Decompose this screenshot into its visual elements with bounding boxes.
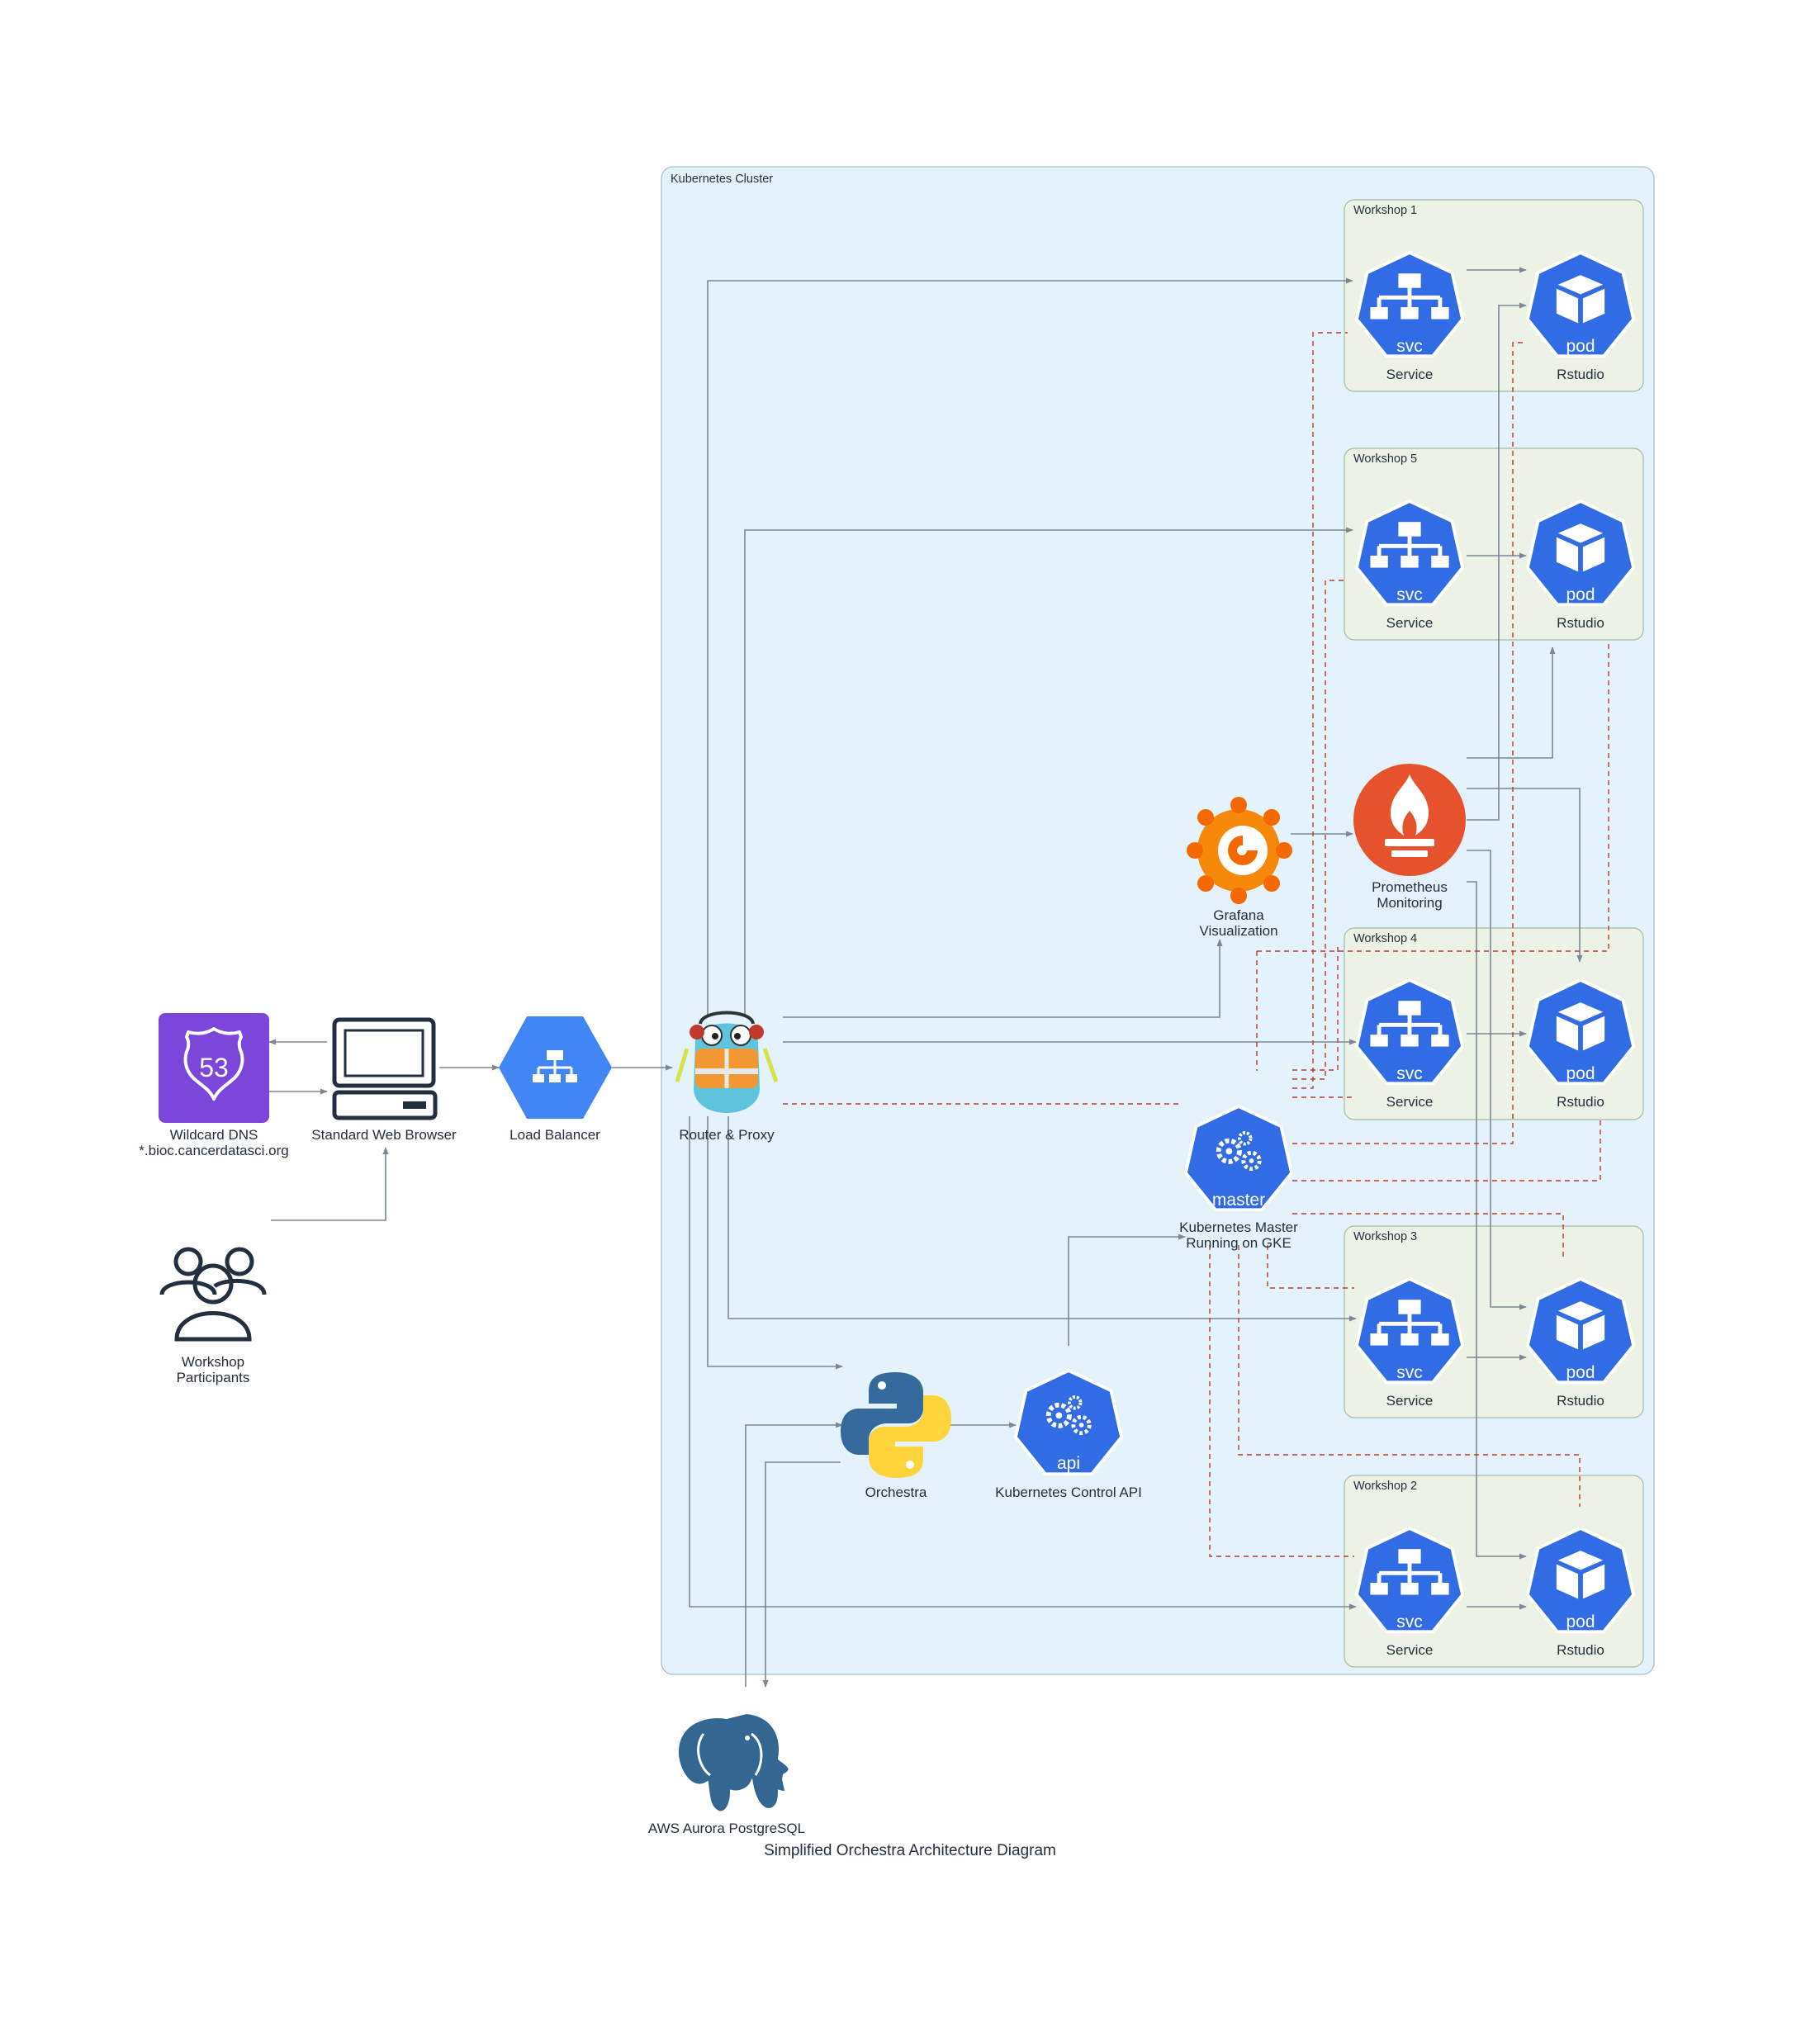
svc-icon-text: svc [1396,337,1423,356]
label-router-proxy: Router & Proxy [679,1127,775,1143]
cluster-label-workshop-4: Workshop 4 [1353,932,1417,945]
label-monitoring: Monitoring [1377,895,1442,911]
solid-edges [268,267,1583,1688]
workshop-2-service-node: svc Service [1357,1528,1462,1658]
label-load-balancer: Load Balancer [510,1127,600,1143]
postgres-node: AWS Aurora PostgreSQL [648,1710,805,1836]
label-running-on-gke: Running on GKE [1186,1235,1292,1251]
kubernetes-master-node: master Kubernetes Master Running on GKE [1179,1106,1298,1251]
load-balancer-icon [499,1016,612,1119]
python-icon [841,1372,951,1478]
label-rstudio: Rstudio [1557,615,1604,631]
label-service: Service [1386,615,1434,631]
diagram-title: Simplified Orchestra Architecture Diagra… [764,1842,1056,1859]
edge-prometheus-to-pod5 [1467,646,1556,759]
workshop-1-service-node: svc Service [1357,253,1462,382]
pod-icon-text: pod [1566,337,1595,356]
workshop-2-rstudio-node: pod Rstudio [1525,1527,1636,1658]
label-rstudio: Rstudio [1557,1642,1604,1658]
label-participants: Participants [177,1370,250,1385]
cluster-label-workshop-5: Workshop 5 [1353,452,1417,466]
label-visualization: Visualization [1199,923,1277,939]
label-wildcard-dns-domain: *.bioc.cancerdatasci.org [139,1143,288,1158]
postgresql-elephant-icon [675,1710,792,1815]
edge-prometheus-to-pod3 [1467,850,1527,1310]
edge-postgres-to-orchestra [745,1422,843,1687]
grafana-icon [1187,797,1292,904]
route53-badge-text: 53 [199,1053,229,1082]
edge-router-to-grafana [783,939,1223,1018]
edge-router-to-svc2 [689,1116,1357,1610]
label-rstudio: Rstudio [1557,1393,1604,1409]
edge-orchestra-to-postgres [762,1461,841,1688]
label-orchestra: Orchestra [865,1485,927,1500]
cluster-label-workshop-3: Workshop 3 [1353,1230,1417,1243]
cluster-label-workshop-2: Workshop 2 [1353,1480,1417,1493]
computer-icon [332,1017,438,1120]
label-wildcard-dns: Wildcard DNS [170,1127,258,1143]
label-kubernetes-master: Kubernetes Master [1179,1219,1298,1235]
gopher-icon [675,1011,779,1113]
workshop-participants-node: Workshop Participants [159,1247,267,1385]
edge-router-to-svc5 [744,527,1353,1017]
svc-icon-text: svc [1396,585,1423,604]
label-service: Service [1386,1094,1434,1110]
edge-router-to-svc3 [728,1116,1357,1322]
label-rstudio: Rstudio [1557,1094,1604,1110]
load-balancer-node: Load Balancer [499,1016,612,1143]
grafana-node: Grafana Visualization [1187,797,1292,939]
workshop-5-rstudio-node: pod Rstudio [1525,500,1636,631]
label-service: Service [1386,367,1434,382]
svc-icon-text: svc [1396,1612,1423,1631]
kubernetes-cluster: Kubernetes Cluster [661,166,1655,1675]
edge-router-to-orchestra [707,1116,843,1370]
pod-icon-text: pod [1566,1363,1595,1382]
pod-icon-text: pod [1566,585,1595,604]
edge-api-to-master [1068,1234,1186,1346]
pod-icon-text: pod [1566,1612,1595,1631]
label-grafana: Grafana [1213,907,1264,923]
pod-icon-text: pod [1566,1064,1595,1083]
label-service: Service [1386,1642,1434,1658]
cluster-label-workshop-1: Workshop 1 [1353,204,1417,217]
router-proxy-node: Router & Proxy [675,1011,779,1143]
workshop-1-rstudio-node: pod Rstudio [1525,251,1636,382]
workshop-4-rstudio-node: pod Rstudio [1525,978,1636,1110]
label-workshop: Workshop [182,1354,244,1370]
master-icon-text: master [1212,1191,1265,1210]
users-icon [159,1247,267,1342]
label-kubernetes-control-api: Kubernetes Control API [995,1485,1142,1500]
edge-prometheus-to-pod2 [1467,881,1527,1560]
prometheus-icon [1353,764,1466,876]
edge-participants-to-browser [271,1147,389,1221]
workshop-3-rstudio-node: pod Rstudio [1525,1277,1636,1409]
workshop-3-service-node: svc Service [1357,1279,1462,1409]
workshop-4-service-node: svc Service [1357,980,1462,1110]
edge-prometheus-to-pod4 [1467,788,1583,963]
label-rstudio: Rstudio [1557,367,1604,382]
label-service: Service [1386,1393,1434,1409]
label-aws-aurora-postgresql: AWS Aurora PostgreSQL [648,1821,805,1836]
svc-icon-text: svc [1396,1363,1423,1382]
edge-prometheus-to-pod1 [1467,302,1527,821]
prometheus-node: Prometheus Monitoring [1353,764,1466,911]
svc-icon-text: svc [1396,1064,1423,1083]
dashed-edges [783,332,1609,1557]
label-prometheus: Prometheus [1372,879,1448,895]
orchestra-node: Orchestra [841,1372,951,1500]
route53-icon [159,1013,269,1123]
workshop-5-service-node: svc Service [1357,501,1462,631]
route53-dns-node: 53 Wildcard DNS *.bioc.cancerdatasci.org [139,1013,289,1158]
api-icon-text: api [1057,1454,1080,1473]
cluster-label-kubernetes: Kubernetes Cluster [671,173,773,186]
kubernetes-api-node: api Kubernetes Control API [995,1371,1142,1500]
label-standard-web-browser: Standard Web Browser [311,1127,457,1143]
web-browser-node: Standard Web Browser [311,1017,457,1143]
edge-router-to-svc1 [707,277,1353,1017]
